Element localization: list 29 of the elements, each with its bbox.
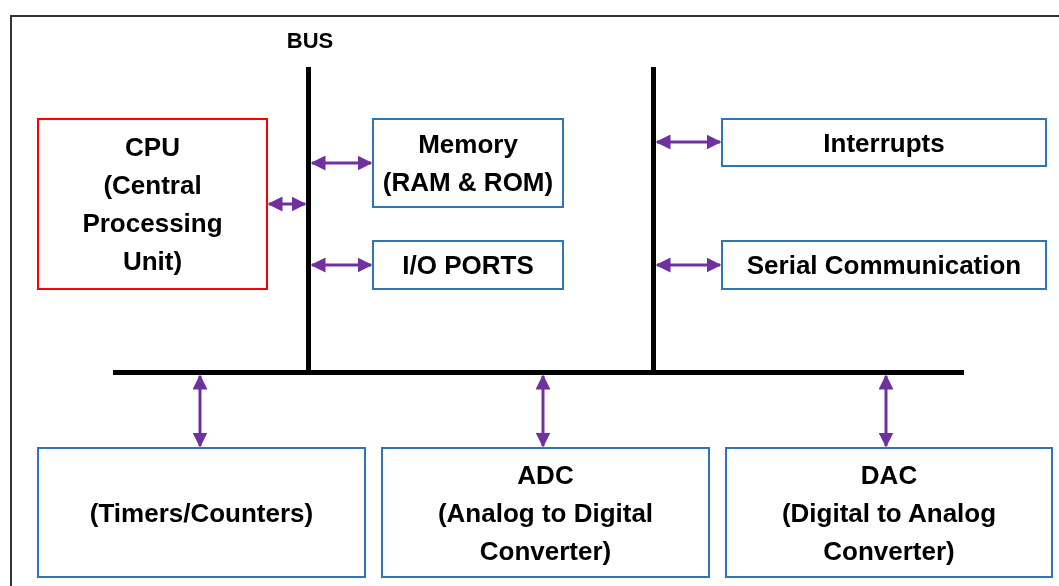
- module-title: DAC: [860, 458, 918, 492]
- module-box: [381, 447, 710, 578]
- module-label: (Digital to Analog Converter): [780, 496, 998, 568]
- module-box: [372, 240, 564, 290]
- double-arrow: [267, 196, 307, 212]
- double-arrow: [310, 155, 373, 171]
- double-arrow: [535, 374, 551, 448]
- module-label: (Timers/Counters): [89, 496, 314, 530]
- module-label: (Analog to Digital Converter): [436, 496, 655, 568]
- module-title: CPU: [125, 131, 180, 164]
- module-label: Serial Communication: [746, 249, 1022, 282]
- double-arrow: [655, 257, 722, 273]
- bus-label: BUS: [286, 28, 334, 54]
- module-box: [721, 240, 1047, 290]
- double-arrow: [310, 257, 373, 273]
- module-title: ADC: [517, 458, 574, 492]
- module-label: I/O PORTS: [402, 249, 534, 282]
- module-label: (Central Processing Unit): [81, 169, 224, 278]
- module-label: Interrupts: [823, 126, 945, 160]
- double-arrow: [655, 134, 722, 150]
- module-box: [37, 118, 268, 290]
- module-box: [725, 447, 1053, 578]
- module-box: [372, 118, 564, 208]
- module-label: (RAM & ROM): [382, 166, 554, 199]
- module-box: [37, 447, 366, 578]
- module-title: Memory: [418, 128, 518, 161]
- double-arrow: [192, 374, 208, 448]
- double-arrow: [878, 374, 894, 448]
- module-box: [721, 118, 1047, 167]
